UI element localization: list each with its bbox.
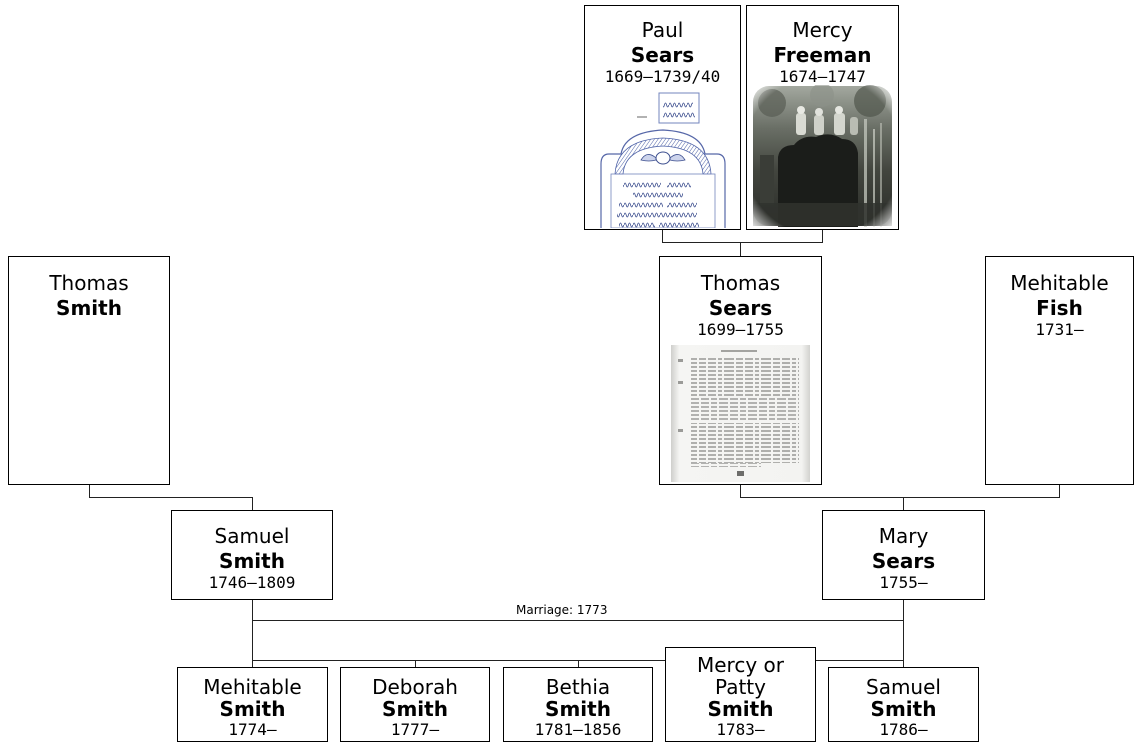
- life-dates: 1783–: [716, 720, 765, 739]
- person-card-mercy-freeman[interactable]: Mercy Freeman 1674–1747: [746, 5, 899, 230]
- given-name: Samuel: [214, 524, 290, 548]
- surname: Smith: [707, 697, 774, 721]
- gravestone-photo-image[interactable]: [752, 85, 893, 227]
- surname: Smith: [56, 296, 122, 320]
- life-dates: 1786–: [879, 720, 928, 739]
- surname: Smith: [870, 697, 937, 721]
- child-card-mehitable-smith[interactable]: Mehitable Smith 1774–: [177, 667, 328, 742]
- connector-line: [252, 600, 253, 667]
- life-dates: 1755–: [879, 573, 928, 592]
- given-name: Deborah: [372, 675, 458, 699]
- connector-line: [740, 242, 741, 256]
- life-dates: 1746–1809: [208, 573, 296, 592]
- marriage-label: Marriage: 1773: [516, 603, 608, 617]
- connector-line: [662, 230, 663, 242]
- person-card-mehitable-fish[interactable]: Mehitable Fish 1731–: [985, 256, 1134, 485]
- person-card-paul-sears[interactable]: Paul Sears 1669–1739/40: [584, 5, 741, 230]
- surname: Smith: [219, 697, 286, 721]
- given-name: Paul: [641, 18, 684, 42]
- surname: Sears: [630, 43, 695, 67]
- connector-line: [903, 600, 904, 667]
- connector-line: [578, 660, 579, 667]
- connector-line: [89, 497, 253, 498]
- person-card-thomas-sears[interactable]: Thomas Sears 1699–1755: [659, 256, 822, 485]
- life-dates: 1774–: [228, 720, 277, 739]
- given-name: Mercy or Patty: [697, 653, 784, 699]
- life-dates: 1781–1856: [534, 720, 622, 739]
- child-card-bethia-smith[interactable]: Bethia Smith 1781–1856: [503, 667, 653, 742]
- surname: Sears: [871, 549, 936, 573]
- child-card-samuel-smith[interactable]: Samuel Smith 1786–: [828, 667, 979, 742]
- surname: Smith: [219, 549, 285, 573]
- marriage-line: [252, 620, 904, 621]
- given-name: Mary: [878, 524, 929, 548]
- given-name: Samuel: [866, 675, 941, 699]
- connector-line: [740, 485, 741, 497]
- life-dates: 1669–1739/40: [604, 67, 721, 86]
- connector-line: [415, 660, 416, 667]
- connector-line: [662, 242, 823, 243]
- given-name: Mehitable: [203, 675, 302, 699]
- surname: Sears: [708, 296, 773, 320]
- person-card-samuel-smith[interactable]: Samuel Smith 1746–1809: [171, 510, 333, 600]
- given-name: Mehitable: [1010, 271, 1109, 295]
- life-dates: 1731–: [1035, 320, 1084, 339]
- surname: Freeman: [773, 43, 872, 67]
- gravestone-sketch-image[interactable]: [597, 90, 729, 228]
- surname: Smith: [382, 697, 448, 721]
- given-name: Thomas: [700, 271, 781, 295]
- connector-line: [1059, 485, 1060, 497]
- life-dates: 1674–1747: [779, 67, 866, 86]
- connector-line: [822, 230, 823, 242]
- surname: Smith: [545, 697, 611, 721]
- given-name: Bethia: [545, 675, 611, 699]
- connector-line: [89, 485, 90, 497]
- life-dates: 1777–: [390, 720, 440, 739]
- given-name: Mercy: [792, 18, 853, 42]
- person-card-mary-sears[interactable]: Mary Sears 1755–: [822, 510, 985, 600]
- given-name: Thomas: [49, 271, 129, 295]
- connector-line: [252, 497, 253, 510]
- surname: Fish: [1036, 296, 1083, 320]
- connector-line: [740, 497, 1060, 498]
- life-dates: 1699–1755: [697, 320, 784, 339]
- person-card-thomas-smith[interactable]: Thomas Smith: [8, 256, 170, 485]
- child-card-mercy-or-patty-smith[interactable]: Mercy or Patty Smith 1783–: [665, 647, 816, 742]
- connector-line: [903, 497, 904, 510]
- child-card-deborah-smith[interactable]: Deborah Smith 1777–: [340, 667, 490, 742]
- document-page-image[interactable]: [671, 345, 810, 482]
